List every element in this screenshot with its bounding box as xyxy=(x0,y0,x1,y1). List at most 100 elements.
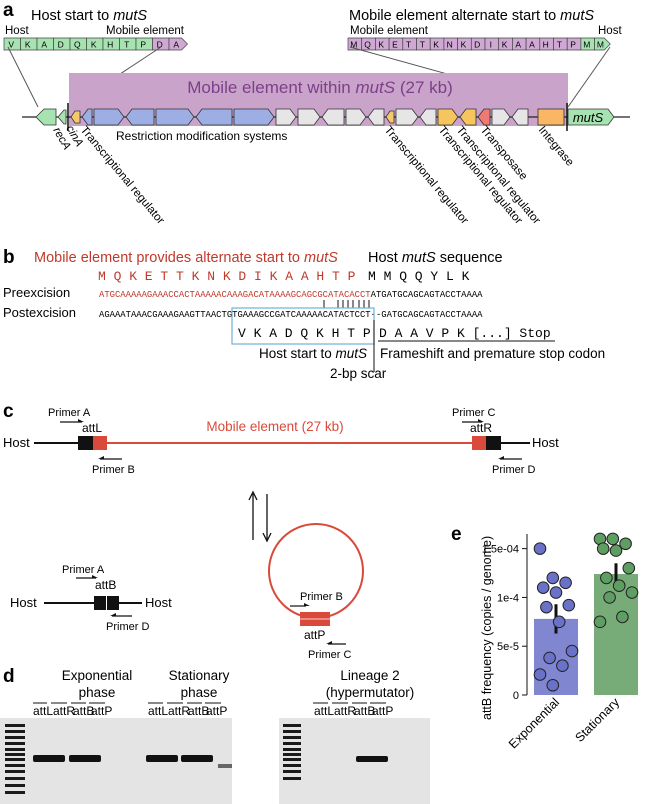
point-exponential xyxy=(549,586,563,599)
lane-attR-3: attR xyxy=(334,704,356,718)
alignment-ticks xyxy=(323,300,370,308)
primer-a2-label: Primer A xyxy=(62,564,105,576)
lane-attB-1: attB xyxy=(73,704,94,718)
left-residue: V xyxy=(8,40,14,50)
attL-label: attL xyxy=(82,421,102,435)
lane-attB-3: attB xyxy=(354,704,375,718)
attB-label: attB xyxy=(95,578,116,592)
host-start-caption: Host start to mutS xyxy=(259,346,367,361)
lane-attL-2: attL xyxy=(148,704,168,718)
right-residue: T xyxy=(420,40,425,50)
left-cell xyxy=(168,37,188,51)
primer-a-head xyxy=(78,419,84,422)
lane-attL-1: attL xyxy=(33,704,53,718)
point-exponential xyxy=(562,598,576,612)
left-residue: A xyxy=(41,40,47,50)
gene-8 xyxy=(297,108,321,126)
chart-y-ticks: 05e-51e-41.5e-04 xyxy=(482,544,527,702)
group1-line2: phase xyxy=(79,685,116,700)
point-exponential xyxy=(546,571,560,585)
point-exponential xyxy=(556,659,569,673)
point-stationary xyxy=(593,615,607,629)
point-stationary xyxy=(600,571,613,585)
lane-attR-1: attR xyxy=(53,704,75,718)
gene-11 xyxy=(367,108,385,126)
transposase-gene xyxy=(477,108,491,126)
preexcision-label: Preexcision xyxy=(3,285,70,300)
left-residue: T xyxy=(124,40,129,50)
primer-c-label: Primer C xyxy=(452,407,495,419)
group3-line2: (hypermutator) xyxy=(326,685,415,700)
left-host-tag: Host xyxy=(5,25,29,37)
attP-label: attP xyxy=(304,628,325,642)
attL-mobile-half xyxy=(93,436,107,450)
point-exponential xyxy=(546,678,560,692)
tr1-gene xyxy=(70,110,81,124)
right-residue: K xyxy=(502,40,508,50)
host-left-label: Host xyxy=(3,435,30,450)
primer-d-label: Primer D xyxy=(492,464,535,476)
attR-label: attR xyxy=(470,421,492,435)
gene-12 xyxy=(395,108,419,126)
attL-host-half xyxy=(78,436,93,450)
gene-10 xyxy=(345,108,367,126)
point-stationary xyxy=(596,542,610,555)
excised-circle xyxy=(268,523,364,619)
point-exponential xyxy=(533,668,547,681)
point-exponential xyxy=(543,651,556,665)
group1-line1: Exponential xyxy=(62,668,133,683)
postexcision-label: Postexcision xyxy=(3,305,76,320)
gel-right-ladder xyxy=(283,724,301,780)
left-mobile-tag: Mobile element xyxy=(106,25,185,37)
panel-e-letter: e xyxy=(451,524,462,545)
gene-14 xyxy=(491,108,511,126)
right-residue: M xyxy=(350,40,357,50)
primer-a2-head xyxy=(92,575,98,578)
point-stationary xyxy=(609,544,623,557)
right-mobile-tag: Mobile element xyxy=(350,25,429,37)
point-stationary xyxy=(606,532,620,546)
rm-gene-2 xyxy=(93,108,125,126)
primer-c2-head xyxy=(326,641,332,644)
postexcision-seq: AGAAATAAACGAAAGAAGTTAACTGTGAAAGCCGATCAAA… xyxy=(99,310,483,320)
left-residue: D xyxy=(157,40,163,50)
lane-attR-2: attR xyxy=(168,704,190,718)
gel-right xyxy=(279,718,430,804)
gel-left-bands xyxy=(33,755,232,768)
right-residue: Q xyxy=(364,40,371,50)
alt-start-heading: Mobile element provides alternate start … xyxy=(34,250,338,266)
recA-gene xyxy=(35,108,57,126)
left-residue: A xyxy=(173,40,179,50)
lane-attP-1: attP xyxy=(91,704,112,718)
right-residue: K xyxy=(461,40,467,50)
right-residue: M xyxy=(597,40,604,50)
rm-gene-1 xyxy=(81,108,93,126)
y-tick-label: 1e-4 xyxy=(497,592,519,604)
group2-line2: phase xyxy=(181,685,218,700)
right-residue: K xyxy=(378,40,384,50)
attR-host-half xyxy=(486,436,501,450)
gel-left-ladder xyxy=(5,724,25,794)
mutS-gene xyxy=(567,108,615,126)
point-stationary xyxy=(625,586,639,599)
gene-15 xyxy=(511,108,529,126)
host-right2-label: Host xyxy=(145,595,172,610)
restriction-label: Restriction modification systems xyxy=(116,129,287,143)
right-residue: T xyxy=(557,40,562,50)
frameshift-caption: Frameshift and premature stop codon xyxy=(380,346,605,361)
mobile-element-title: Mobile element within mutS (27 kb) xyxy=(187,78,453,97)
primer-b2-head xyxy=(304,603,310,606)
y-tick-label: 5e-5 xyxy=(497,641,519,653)
y-tick-label: 1.5e-04 xyxy=(482,544,519,556)
right-residue: A xyxy=(515,40,521,50)
point-stationary xyxy=(603,591,616,604)
tr2-gene xyxy=(385,110,395,124)
gene-13 xyxy=(419,108,437,126)
primer-a-label: Primer A xyxy=(48,407,91,419)
group2-line1: Stationary xyxy=(169,668,230,683)
host-protein-seq: M M Q Q Y L K xyxy=(368,269,470,284)
lane-attP-3: attP xyxy=(372,704,393,718)
integrase-gene xyxy=(537,108,565,126)
